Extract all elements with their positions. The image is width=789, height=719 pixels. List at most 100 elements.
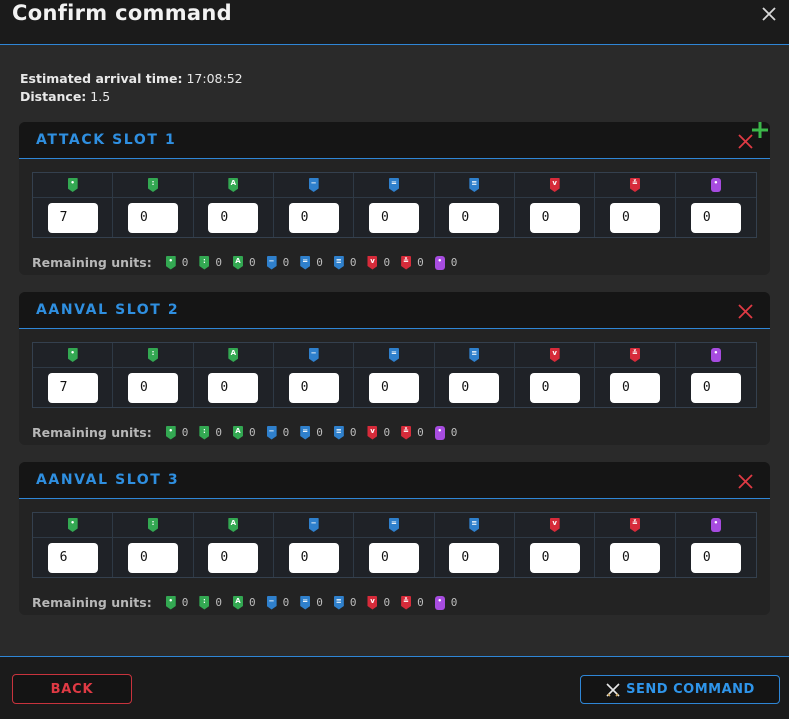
remaining-count: 0 <box>248 426 256 439</box>
unit-blue-2-icon: = <box>300 425 311 440</box>
unit-purple-1-icon: • <box>434 425 445 440</box>
unit-count-input[interactable] <box>368 202 419 233</box>
back-button[interactable]: BACK <box>12 674 132 704</box>
unit-red-2-icon: ≚ <box>401 425 412 440</box>
unit-count-input[interactable] <box>368 372 419 403</box>
unit-count-input[interactable] <box>690 372 741 403</box>
unit-green-2-icon: : <box>147 178 158 192</box>
remaining-count: 0 <box>181 596 189 609</box>
unit-green-3-icon: A <box>232 425 243 440</box>
unit-count-input[interactable] <box>47 542 98 573</box>
remaining-label: Remaining units: <box>32 425 152 440</box>
unit-count-input[interactable] <box>288 372 339 403</box>
unit-count-input[interactable] <box>127 202 178 233</box>
unit-blue-1-icon: − <box>308 178 319 192</box>
add-slot-icon[interactable] <box>750 120 770 140</box>
remaining-count: 0 <box>349 426 357 439</box>
unit-blue-3-icon: ≡ <box>469 178 480 192</box>
unit-count-input[interactable] <box>127 372 178 403</box>
unit-count-input[interactable] <box>288 542 339 573</box>
unit-blue-3-icon: ≡ <box>469 348 480 362</box>
remaining-count: 0 <box>316 426 323 439</box>
remaining-count: 0 <box>316 596 323 609</box>
remaining-label: Remaining units: <box>32 595 152 610</box>
slot-3: AANVAL SLOT 3 • : A − = ≡ v ≚ • Remainin… <box>19 462 770 615</box>
unit-green-2-icon: : <box>147 348 158 362</box>
remaining-count: 0 <box>282 426 290 439</box>
unit-red-1-icon: v <box>549 348 560 362</box>
distance-label: Distance: <box>20 89 87 104</box>
unit-purple-1-icon: • <box>710 518 721 532</box>
delete-slot-icon[interactable] <box>737 133 754 150</box>
dialog-header: Confirm command <box>0 0 789 45</box>
remaining-count: 0 <box>215 256 222 269</box>
remaining-count: 0 <box>383 426 391 439</box>
unit-purple-1-icon: • <box>434 595 445 610</box>
unit-count-input[interactable] <box>208 202 259 233</box>
unit-count-input[interactable] <box>47 372 98 403</box>
unit-green-1-icon: • <box>165 425 176 440</box>
remaining-count: 0 <box>282 256 290 269</box>
unit-green-3-icon: A <box>228 348 239 362</box>
unit-red-1-icon: v <box>367 595 378 610</box>
unit-count-input[interactable] <box>288 202 339 233</box>
unit-count-input[interactable] <box>127 542 178 573</box>
delete-slot-icon[interactable] <box>737 303 754 320</box>
unit-count-input[interactable] <box>208 542 259 573</box>
unit-green-3-icon: A <box>232 255 243 270</box>
remaining-label: Remaining units: <box>32 255 152 270</box>
unit-red-2-icon: ≚ <box>629 518 640 532</box>
unit-count-input[interactable] <box>208 372 259 403</box>
unit-count-input[interactable] <box>609 542 660 573</box>
unit-purple-1-icon: • <box>434 255 445 270</box>
unit-green-3-icon: A <box>228 518 239 532</box>
unit-count-input[interactable] <box>609 202 660 233</box>
send-command-button[interactable]: SEND COMMAND <box>580 675 780 704</box>
unit-green-2-icon: : <box>147 518 158 532</box>
slot-title: ATTACK SLOT 1 <box>36 132 177 148</box>
distance-value: 1.5 <box>90 89 111 104</box>
unit-count-input[interactable] <box>529 372 580 403</box>
unit-red-2-icon: ≚ <box>629 178 640 192</box>
unit-blue-2-icon: = <box>388 348 399 362</box>
unit-count-input[interactable] <box>449 372 500 403</box>
remaining-count: 0 <box>248 256 256 269</box>
slot-1: ATTACK SLOT 1 • : A − = ≡ v ≚ • Remainin… <box>19 122 770 275</box>
unit-green-3-icon: A <box>228 178 239 192</box>
remaining-count: 0 <box>417 256 424 269</box>
dialog-footer: BACK SEND COMMAND <box>0 656 789 719</box>
unit-blue-1-icon: − <box>266 595 277 610</box>
unit-count-input[interactable] <box>368 542 419 573</box>
unit-blue-1-icon: − <box>266 255 277 270</box>
remaining-count: 0 <box>248 596 256 609</box>
unit-count-input[interactable] <box>690 542 741 573</box>
unit-red-2-icon: ≚ <box>401 595 412 610</box>
send-command-label: SEND COMMAND <box>626 682 755 697</box>
unit-count-input[interactable] <box>47 202 98 233</box>
unit-red-2-icon: ≚ <box>629 348 640 362</box>
unit-purple-1-icon: • <box>710 178 721 192</box>
unit-count-input[interactable] <box>529 202 580 233</box>
delete-slot-icon[interactable] <box>737 473 754 490</box>
unit-count-input[interactable] <box>690 202 741 233</box>
arrival-label: Estimated arrival time: <box>20 71 183 86</box>
unit-grid: • : A − = ≡ v ≚ • <box>32 172 757 238</box>
slot-header: AANVAL SLOT 2 <box>19 292 770 329</box>
unit-green-1-icon: • <box>67 348 78 362</box>
remaining-count: 0 <box>349 596 357 609</box>
unit-grid: • : A − = ≡ v ≚ • <box>32 342 757 408</box>
close-icon[interactable] <box>759 4 779 24</box>
unit-red-1-icon: v <box>367 255 378 270</box>
unit-count-input[interactable] <box>609 372 660 403</box>
unit-count-input[interactable] <box>529 542 580 573</box>
unit-count-input[interactable] <box>449 202 500 233</box>
unit-blue-1-icon: − <box>308 518 319 532</box>
remaining-count: 0 <box>181 256 189 269</box>
unit-green-1-icon: • <box>67 178 78 192</box>
unit-count-input[interactable] <box>449 542 500 573</box>
dialog-title: Confirm command <box>12 1 232 25</box>
slot-title: AANVAL SLOT 2 <box>36 302 180 318</box>
unit-blue-3-icon: ≡ <box>469 518 480 532</box>
